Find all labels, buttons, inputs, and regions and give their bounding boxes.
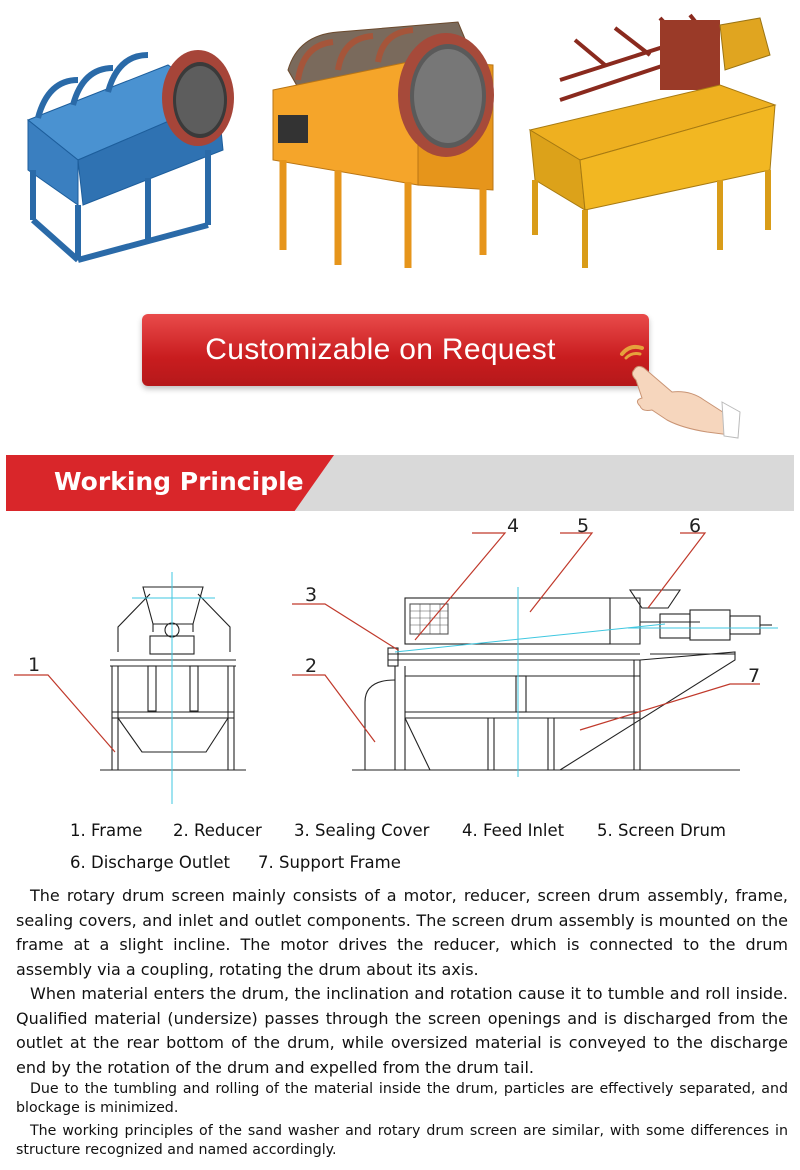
callout-5: 5 <box>577 515 589 537</box>
callout-3: 3 <box>305 584 317 606</box>
legend-item: 2. Reducer <box>173 820 262 840</box>
callout-6: 6 <box>689 515 701 537</box>
cta-label: Customizable on Request <box>205 333 556 366</box>
blue-drum-screen-image <box>27 50 234 263</box>
legend-item: 5. Screen Drum <box>597 820 726 840</box>
parts-legend: 1. Frame 2. Reducer 3. Sealing Cover 4. … <box>70 814 790 878</box>
description-text: The rotary drum screen mainly consists o… <box>16 884 788 1160</box>
orange-drum-screen-image <box>272 21 494 268</box>
legend-item: 6. Discharge Outlet <box>70 852 230 872</box>
callout-7: 7 <box>748 665 760 687</box>
paragraph-2: When material enters the drum, the incli… <box>16 984 788 1077</box>
pointing-hand-icon <box>620 344 741 439</box>
front-view-guides <box>394 587 778 777</box>
section-header: Working Principle <box>6 455 794 511</box>
callout-leaders <box>14 532 760 753</box>
yellow-drum-screen-image <box>528 13 777 268</box>
section-title: Working Principle <box>54 467 304 496</box>
paragraph-4: The working principles of the sand washe… <box>16 1123 788 1158</box>
paragraph-3: Due to the tumbling and rolling of the m… <box>16 1081 788 1116</box>
legend-item: 7. Support Frame <box>258 852 401 872</box>
customizable-on-request-button[interactable]: Customizable on Request <box>142 314 649 386</box>
front-view-drawing <box>352 589 772 771</box>
header-red-bar <box>6 455 334 511</box>
legend-item: 1. Frame <box>70 820 143 840</box>
side-view-drawing <box>100 586 246 771</box>
callout-4: 4 <box>507 515 519 537</box>
working-principle-diagram: 1 2 3 4 5 6 7 <box>14 515 778 804</box>
callout-1: 1 <box>28 654 40 676</box>
callout-2: 2 <box>305 655 317 677</box>
paragraph-1: The rotary drum screen mainly consists o… <box>16 886 788 979</box>
legend-row-1: 1. Frame 2. Reducer 3. Sealing Cover 4. … <box>70 814 790 846</box>
legend-item: 3. Sealing Cover <box>294 820 430 840</box>
product-photos <box>0 0 800 290</box>
legend-item: 4. Feed Inlet <box>462 820 565 840</box>
legend-row-2: 6. Discharge Outlet 7. Support Frame <box>70 846 790 878</box>
side-view-guides <box>132 572 215 804</box>
